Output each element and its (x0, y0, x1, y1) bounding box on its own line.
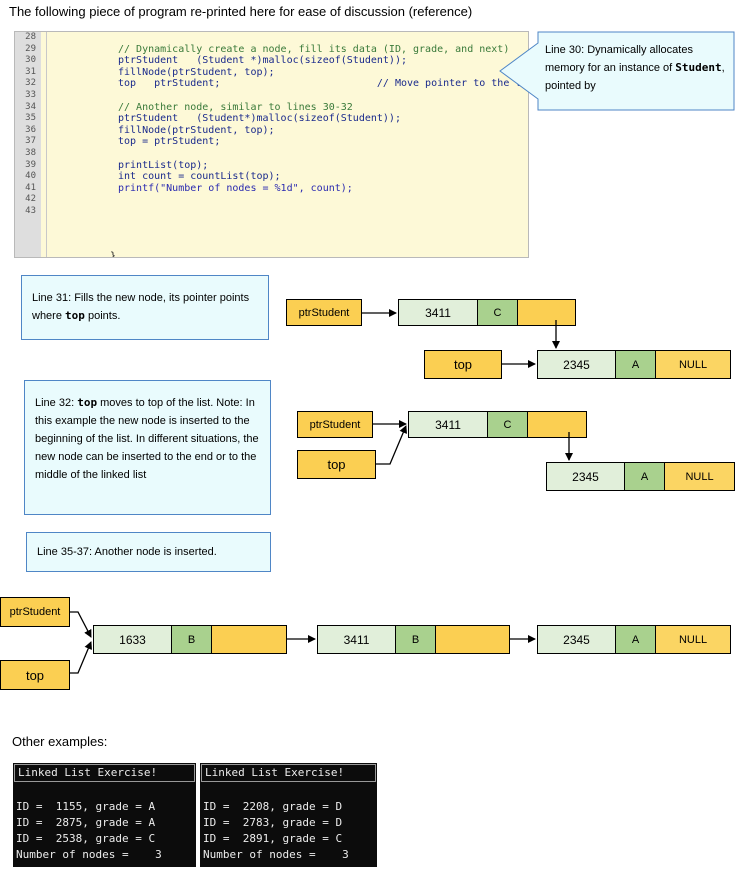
code-line: fillNode(ptrStudent, top); (118, 124, 275, 136)
node-grade: A (616, 351, 656, 378)
node-next: NULL (656, 351, 730, 378)
callout-line31: Line 31: Fills the new node, its pointer… (21, 275, 269, 340)
node-id: 3411 (399, 300, 478, 325)
console-line: ID = 2891, grade = C (203, 832, 343, 845)
ptrstudent-pointer: ptrStudent (286, 299, 362, 326)
top-pointer: top (0, 660, 70, 690)
node-next (528, 412, 586, 437)
callout-code: Student (675, 61, 722, 74)
node-id: 2345 (547, 463, 625, 490)
list-node: 2345 A NULL (537, 625, 731, 654)
list-node: 2345 A NULL (537, 350, 731, 379)
callout-text: Line 32: (35, 397, 78, 409)
page-heading: The following piece of program re-printe… (9, 4, 473, 19)
code-line: int count = countList(top); (118, 171, 281, 183)
callout-code: top (77, 396, 98, 409)
node-next (212, 626, 286, 653)
console-title: Linked List Exercise! (14, 764, 195, 782)
node-grade: B (172, 626, 212, 653)
ptrstudent-pointer: ptrStudent (297, 411, 373, 438)
other-examples-label: Other examples: (12, 734, 108, 749)
list-node: 3411 B (317, 625, 510, 654)
line-number: 36 (25, 124, 36, 135)
line-number: 29 (25, 43, 36, 54)
top-pointer: top (424, 350, 502, 379)
line-number: 32 (25, 78, 36, 89)
code-line: // Dynamically create a node, fill its d… (118, 43, 510, 55)
node-id: 3411 (318, 626, 396, 653)
callout-line30: Line 30: Dynamically allocates memory fo… (545, 41, 730, 95)
console-line: ID = 2783, grade = D (203, 816, 343, 829)
code-line: ptrStudent (Student *)malloc(sizeof(Stud… (118, 55, 407, 67)
line-number: 28 (25, 32, 36, 42)
console-line: Number of nodes = 3 (16, 848, 162, 861)
callout-line35: Line 35-37: Another node is inserted. (26, 532, 271, 572)
line-number: 35 (25, 113, 36, 124)
list-node: 3411 C (398, 299, 576, 326)
console-output-2: Linked List Exercise! ID = 2208, grade =… (200, 763, 377, 867)
node-next: NULL (656, 626, 730, 653)
code-line: // Another node, similar to lines 30-32 (118, 101, 353, 113)
callout-text: points. (84, 310, 121, 322)
console-line: Number of nodes = 3 (203, 848, 349, 861)
list-node: 2345 A NULL (546, 462, 735, 491)
node-next (518, 300, 575, 325)
console-output-1: Linked List Exercise! ID = 1155, grade =… (13, 763, 196, 867)
top-pointer: top (297, 450, 376, 479)
closing-brace: } (110, 251, 117, 258)
line-number-gutter: 28 29 30 31 32 33 34 35 36 37 38 39 40 4… (15, 32, 41, 257)
line-number: 39 (25, 159, 36, 170)
callout-code: top (65, 309, 85, 322)
console-line: ID = 2208, grade = D (203, 800, 343, 813)
callout-text: , pointed by (545, 62, 725, 92)
line-number: 41 (25, 182, 36, 193)
callout-arrow-shape (499, 31, 735, 111)
callout-text: Line 35-37: Another node is inserted. (37, 546, 217, 558)
line-number: 38 (25, 147, 36, 158)
ptrstudent-pointer: ptrStudent (0, 597, 70, 627)
line-number: 33 (25, 89, 36, 100)
list-node: 3411 C (408, 411, 587, 438)
line-number: 40 (25, 171, 36, 182)
line-number: 43 (25, 205, 36, 216)
node-id: 2345 (538, 626, 616, 653)
node-id: 1633 (94, 626, 172, 653)
node-grade: A (616, 626, 656, 653)
node-id: 3411 (409, 412, 488, 437)
line-number: 30 (25, 55, 36, 66)
line-number: 34 (25, 101, 36, 112)
line-number: 42 (25, 194, 36, 205)
code-line: printf("Number of nodes = %1d", count); (118, 182, 353, 194)
code-line: top = ptrStudent; (118, 136, 221, 148)
node-grade: B (396, 626, 436, 653)
node-next (436, 626, 509, 653)
node-grade: A (625, 463, 665, 490)
callout-text: Line 30: Dynamically allocates memory fo… (545, 44, 693, 74)
callout-text: moves to top of the list. Note: In this … (35, 397, 259, 481)
code-line: fillNode(ptrStudent, top); (118, 66, 275, 78)
code-line: ptrStudent (Student*)malloc(sizeof(Stude… (118, 113, 401, 125)
line-number: 31 (25, 66, 36, 77)
callout-line32: Line 32: top moves to top of the list. N… (24, 380, 271, 515)
list-node: 1633 B (93, 625, 287, 654)
line-number: 37 (25, 136, 36, 147)
console-line: ID = 1155, grade = A (16, 800, 156, 813)
console-line: ID = 2875, grade = A (16, 816, 156, 829)
node-next: NULL (665, 463, 734, 490)
console-title: Linked List Exercise! (201, 764, 376, 782)
node-grade: C (488, 412, 528, 437)
node-grade: C (478, 300, 518, 325)
callout-text: Line 31: Fills the new node, its pointer… (32, 292, 250, 322)
node-id: 2345 (538, 351, 616, 378)
console-line: ID = 2538, grade = C (16, 832, 156, 845)
code-line: printList(top); (118, 159, 209, 171)
